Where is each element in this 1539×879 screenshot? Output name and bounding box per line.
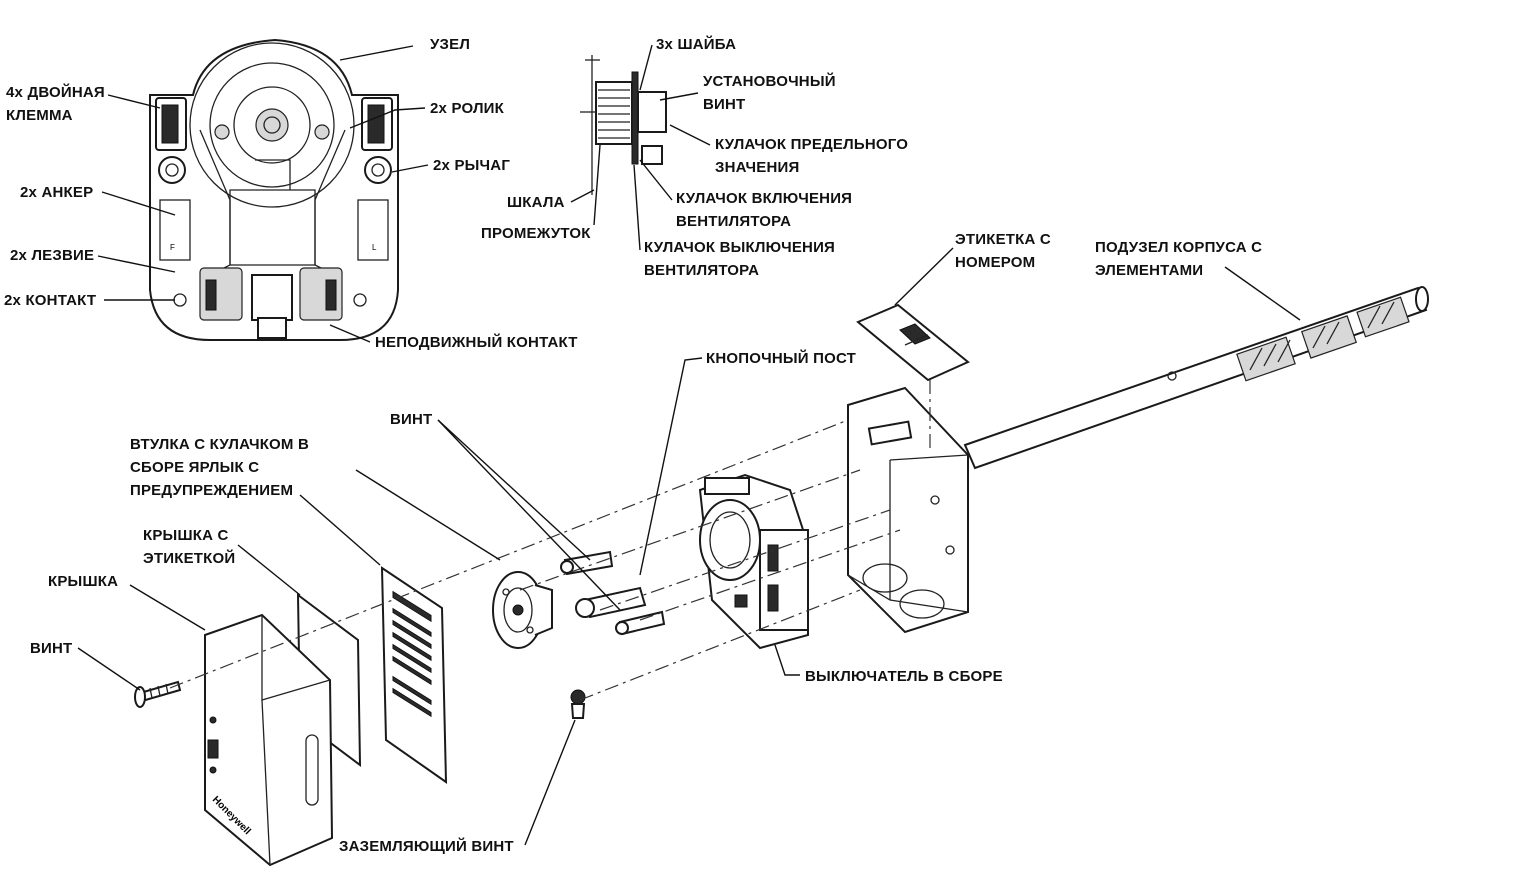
label-ground-screw: ЗАЗЕМЛЯЮЩИЙ ВИНТ	[339, 838, 514, 855]
label-cam-hub-line1: ВТУЛКА С КУЛАЧКОМ В	[130, 436, 310, 453]
label-gap: ПРОМЕЖУТОК	[481, 225, 591, 242]
label-roller: 2x РОЛИК	[430, 100, 505, 117]
label-cam-hub-line3: ПРЕДУПРЕЖДЕНИЕМ	[130, 482, 294, 499]
label-housing-subassembly: ПОДУЗЕЛ КОРПУСА С ЭЛЕМЕНТАМИ	[1095, 236, 1262, 282]
assembly-axis-lines	[169, 380, 931, 701]
label-limit-cam-line2: ЗНАЧЕНИЯ	[715, 159, 800, 176]
label-blade: 2x ЛЕЗВИЕ	[10, 247, 95, 264]
label-scale: ШКАЛА	[507, 194, 565, 211]
label-number-plate-line1: ЭТИКЕТКА С	[955, 231, 1051, 248]
label-set-screw-line2: ВИНТ	[703, 96, 746, 113]
label-lever: 2x РЫЧАГ	[433, 157, 511, 174]
label-number-plate-line2: НОМЕРОМ	[955, 254, 1036, 271]
label-screw-top: ВИНТ	[390, 411, 433, 428]
label-set-screw-line1: УСТАНОВОЧНЫЙ	[703, 73, 836, 90]
label-fan-off-cam-line2: ВЕНТИЛЯТОРА	[644, 262, 760, 279]
element-coils	[1236, 296, 1410, 382]
label-cam-hub: ВТУЛКА С КУЛАЧКОМ В СБОРЕ ЯРЛЫК С ПРЕДУП…	[130, 433, 309, 502]
housing-subassembly	[847, 286, 1429, 634]
label-cover: КРЫШКА	[48, 573, 119, 590]
warning-label-plate	[380, 566, 448, 784]
label-label-cover: КРЫШКА С ЭТИКЕТКОЙ	[143, 524, 235, 570]
label-label-cover-line1: КРЫШКА С	[143, 527, 229, 544]
cover: Honeywell	[204, 613, 334, 867]
label-fixed-contact: НЕПОДВИЖНЫЙ КОНТАКТ	[375, 334, 578, 351]
label-uzel: УЗЕЛ	[430, 36, 471, 53]
number-label-plate	[856, 303, 970, 382]
label-set-screw: УСТАНОВОЧНЫЙ ВИНТ	[703, 70, 836, 116]
left-scale-mark: F	[170, 243, 175, 252]
label-screw-left: ВИНТ	[30, 640, 73, 657]
label-contact: 2x КОНТАКТ	[4, 292, 97, 309]
label-washer: 3x ШАЙБА	[656, 36, 737, 53]
label-housing-subassembly-line2: ЭЛЕМЕНТАМИ	[1095, 262, 1204, 279]
label-number-plate: ЭТИКЕТКА С НОМЕРОМ	[955, 228, 1051, 274]
cam-stack-side-view	[580, 55, 667, 195]
label-fan-off-cam: КУЛАЧОК ВЫКЛЮЧЕНИЯ ВЕНТИЛЯТОРА	[644, 236, 835, 282]
label-fan-on-cam-line1: КУЛАЧОК ВКЛЮЧЕНИЯ	[676, 190, 853, 207]
label-fan-on-cam: КУЛАЧОК ВКЛЮЧЕНИЯ ВЕНТИЛЯТОРА	[676, 187, 852, 233]
label-limit-cam-line1: КУЛАЧОК ПРЕДЕЛЬНОГО	[715, 136, 909, 153]
switch-assembly	[698, 473, 809, 650]
label-fan-off-cam-line1: КУЛАЧОК ВЫКЛЮЧЕНИЯ	[644, 239, 836, 256]
label-double-terminal: 4x ДВОЙНАЯ КЛЕММА	[6, 81, 105, 127]
label-double-terminal-line1: 4x ДВОЙНАЯ	[6, 84, 105, 101]
ground-screw	[570, 689, 586, 719]
label-label-cover-line2: ЭТИКЕТКОЙ	[143, 550, 236, 567]
label-limit-cam: КУЛАЧОК ПРЕДЕЛЬНОГО ЗНАЧЕНИЯ	[715, 133, 908, 179]
switch-head-assembly: F L	[149, 38, 399, 341]
label-fan-on-cam-line2: ВЕНТИЛЯТОРА	[676, 213, 792, 230]
leader-lines	[77, 44, 1301, 846]
left-screw	[134, 680, 182, 708]
cam-hub-assembly	[492, 571, 553, 649]
right-scale-mark: L	[372, 243, 377, 252]
label-anchor: 2x АНКЕР	[20, 184, 94, 201]
label-pushbutton: КНОПОЧНЫЙ ПОСТ	[706, 350, 856, 367]
label-switch-assembly: ВЫКЛЮЧАТЕЛЬ В СБОРЕ	[805, 668, 1003, 685]
label-cam-hub-line2: СБОРЕ ЯРЛЫК С	[130, 459, 260, 476]
label-housing-subassembly-line1: ПОДУЗЕЛ КОРПУСА С	[1095, 239, 1263, 256]
label-double-terminal-line2: КЛЕММА	[6, 107, 73, 124]
